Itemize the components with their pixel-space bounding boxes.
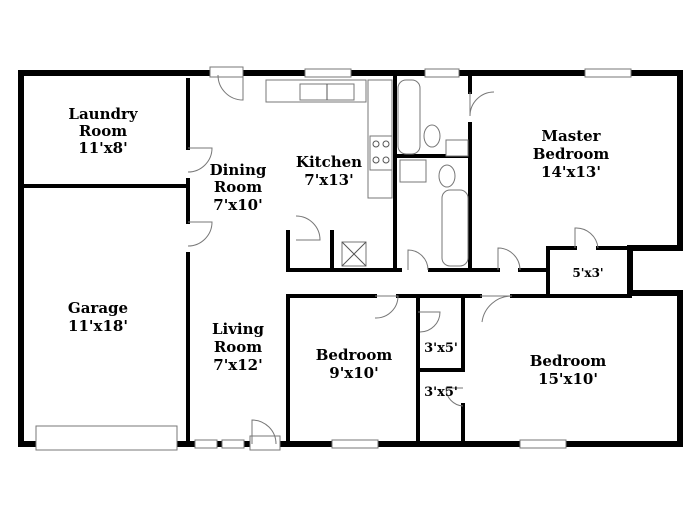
doors (187, 66, 599, 451)
laundry-size: 11'x8' (78, 139, 127, 157)
door-bedroom-right (480, 295, 513, 323)
door-laundry (187, 147, 213, 173)
master-label: Master (541, 127, 601, 145)
master-label-2: Bedroom (533, 145, 610, 163)
master-closet-size: 5'x3' (572, 266, 603, 280)
window-bath (424, 68, 460, 78)
dining-size: 7'x10' (213, 196, 262, 214)
living-label: Living (212, 320, 265, 338)
kitchen-size: 7'x13' (304, 171, 353, 189)
garage-size: 11'x18' (68, 317, 128, 335)
dining-label-2: Room (214, 178, 262, 196)
window-master (584, 68, 632, 78)
master-sink (445, 139, 469, 157)
dining-label: Dining (210, 161, 267, 179)
kitchen-label: Kitchen (296, 153, 362, 171)
door-hall-bath (407, 249, 429, 271)
door-master-closet (574, 227, 599, 249)
bedroom-right-label: Bedroom (530, 352, 607, 370)
window-living-2 (221, 439, 245, 449)
door-master-bath (469, 91, 495, 117)
bedroom-mid-label: Bedroom (316, 346, 393, 364)
door-bedroom-mid (374, 295, 399, 319)
windows (194, 68, 632, 449)
window-living-1 (194, 439, 218, 449)
master-toilet (423, 124, 441, 148)
laundry-label: Laundry (68, 105, 138, 123)
closet-lower-size: 3'x5' (424, 385, 458, 400)
kitchen-fixtures (265, 79, 393, 267)
hall-tub (441, 189, 469, 267)
door-closet-upper (418, 311, 441, 333)
master-size: 14'x13' (541, 163, 601, 181)
hall-toilet (438, 164, 456, 188)
closet-upper-size: 3'x5' (424, 341, 458, 356)
room-labels: Laundry Room 11'x8' Dining Room 7'x10' K… (68, 105, 609, 400)
living-size: 7'x12' (213, 356, 262, 374)
laundry-label-2: Room (79, 122, 127, 140)
window-kitchen (304, 68, 352, 78)
window-bedroom-right (519, 439, 567, 449)
door-front (249, 435, 281, 451)
living-label-2: Room (214, 338, 262, 356)
bedroom-right-size: 15'x10' (538, 370, 598, 388)
bedroom-mid-size: 9'x10' (329, 364, 378, 382)
kitchen-range (369, 135, 393, 171)
master-tub (397, 79, 421, 155)
garage-label: Garage (68, 299, 128, 317)
door-garage (187, 221, 213, 247)
garage-door (35, 425, 178, 451)
door-top-entry (209, 66, 244, 78)
bath-fixtures (397, 79, 469, 267)
door-master (497, 247, 521, 271)
door-closet-lower (445, 387, 464, 407)
window-bedroom-mid (331, 439, 379, 449)
interior-walls (19, 71, 632, 446)
hall-sink (399, 159, 427, 183)
door-pantry (295, 215, 321, 241)
